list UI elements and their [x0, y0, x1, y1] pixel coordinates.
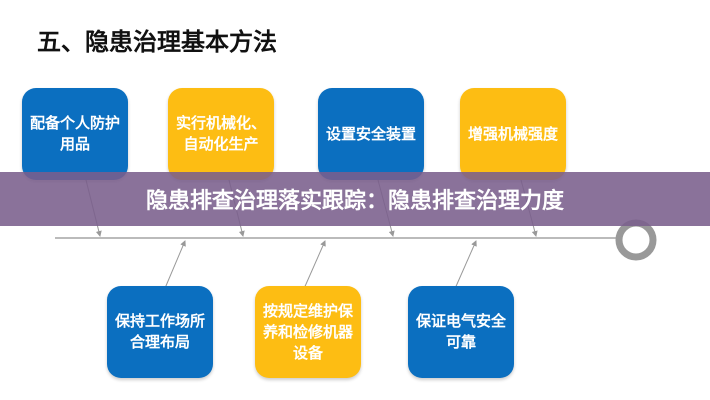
method-box-maintenance: 按规定维护保养和检修机器设备	[255, 286, 361, 378]
method-box-electrical: 保证电气安全可靠	[408, 286, 514, 378]
spine-end-circle	[615, 219, 657, 261]
method-box-safety-device: 设置安全装置	[318, 88, 424, 180]
method-box-ppe: 配备个人防护用品	[22, 88, 128, 180]
method-box-layout: 保持工作场所合理布局	[107, 286, 213, 378]
caption-banner: 隐患排查治理落实跟踪：隐患排查治理力度	[0, 172, 710, 226]
method-box-automation: 实行机械化、自动化生产	[168, 88, 274, 180]
slide-title: 五、隐患治理基本方法	[37, 28, 277, 56]
method-box-mechanical-strength: 增强机械强度	[460, 88, 566, 180]
